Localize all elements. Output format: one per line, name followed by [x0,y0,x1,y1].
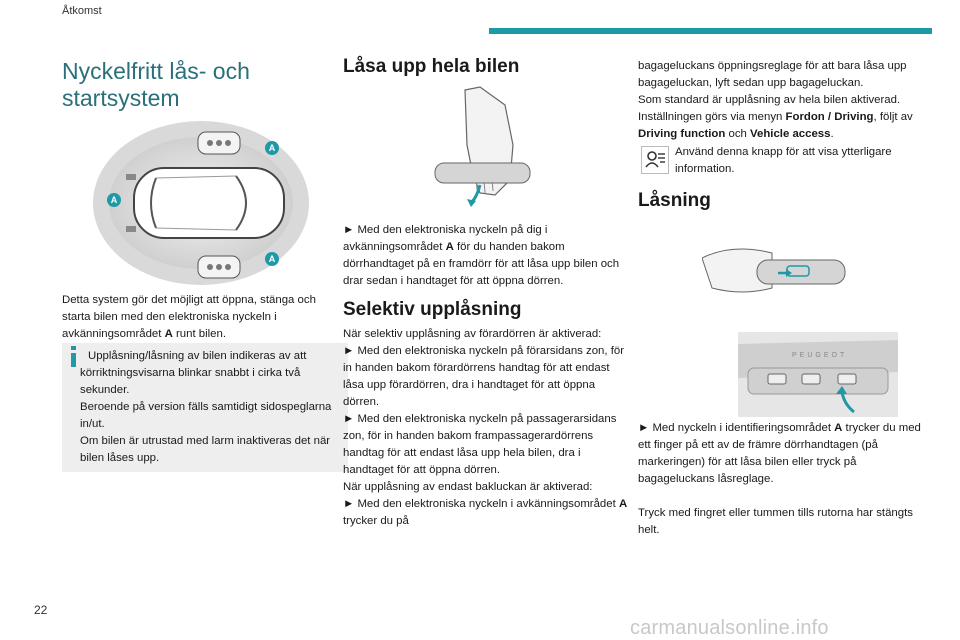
selective-line-4: När upplåsning av endast bakluckan är ak… [343,481,593,493]
unlock-paragraph: ► Med den elektroniska nyckeln på dig i … [343,224,620,287]
zone-label-a-1: A [269,143,276,153]
heading-unlock: Låsa upp hela bilen [343,56,520,77]
column-3: bagageluckans öppningsreglage för att ba… [638,58,918,211]
lock-paragraph-2: Tryck med fingret eller tummen tills rut… [638,507,913,536]
menu-instruction: Inställningen görs via menyn Fordon / Dr… [638,111,913,140]
keyless-zone-diagram: A A A [93,121,309,285]
key-fob-top-icon [197,131,241,155]
heading-lock: Låsning [638,190,711,211]
note-line-3: Om bilen är utrustad med larm inaktivera… [80,435,331,464]
continued-paragraph-1: bagageluckans öppningsreglage för att ba… [638,60,907,89]
header-accent-bar [489,28,932,34]
lock-paragraph-1: ► Med nyckeln i identifieringsområdet A … [638,422,921,485]
page-title: Nyckelfritt lås- och startsystem [62,58,250,111]
info-note: Upplåsning/låsning av bilen indikeras av… [62,343,348,472]
tailgate-lock-button-illustration: PEUGEOT [738,332,898,417]
note-line-1: Upplåsning/låsning av bilen indikeras av… [80,350,307,396]
heading-selective-unlock: Selektiv upplåsning [343,299,522,320]
watermark: carmanualsonline.info [630,617,829,639]
intro-paragraph: Detta system gör det möjligt att öppna, … [62,294,316,340]
column-3-lock-body: ► Med nyckeln i identifieringsområdet A … [638,420,923,539]
selective-line-5: ► Med den elektroniska nyckeln i avkänni… [343,498,628,527]
selective-line-1: När selektiv upplåsning av förardörren ä… [343,328,602,340]
door-handle-lock-illustration [702,248,846,293]
zone-label-a-3: A [269,254,276,264]
info-icon [71,346,76,350]
brand-lettering: PEUGEOT [792,352,847,359]
section-header: Åtkomst [62,5,102,17]
hand-door-handle-unlock-illustration [434,86,531,207]
continued-paragraph-2: Som standard är upplåsning av hela bilen… [638,94,901,106]
column-1: Nyckelfritt lås- och startsystem [62,58,338,112]
zone-label-a-2: A [111,195,118,205]
column-2: Låsa upp hela bilen [343,56,623,77]
key-fob-bottom-icon [197,255,241,279]
info-button-row: Använd denna knapp för att visa ytterlig… [638,144,918,178]
column-2-body: ► Med den elektroniska nyckeln på dig i … [343,222,628,530]
page-number: 22 [34,603,48,617]
note-line-2: Beroende på version fälls samtidigt sido… [80,401,332,430]
selective-line-2: ► Med den elektroniska nyckeln på förars… [343,345,624,408]
info-button-text: Använd denna knapp för att visa ytterlig… [675,146,892,175]
info-person-icon [641,146,669,174]
selective-line-3: ► Med den elektroniska nyckeln på passag… [343,413,617,476]
